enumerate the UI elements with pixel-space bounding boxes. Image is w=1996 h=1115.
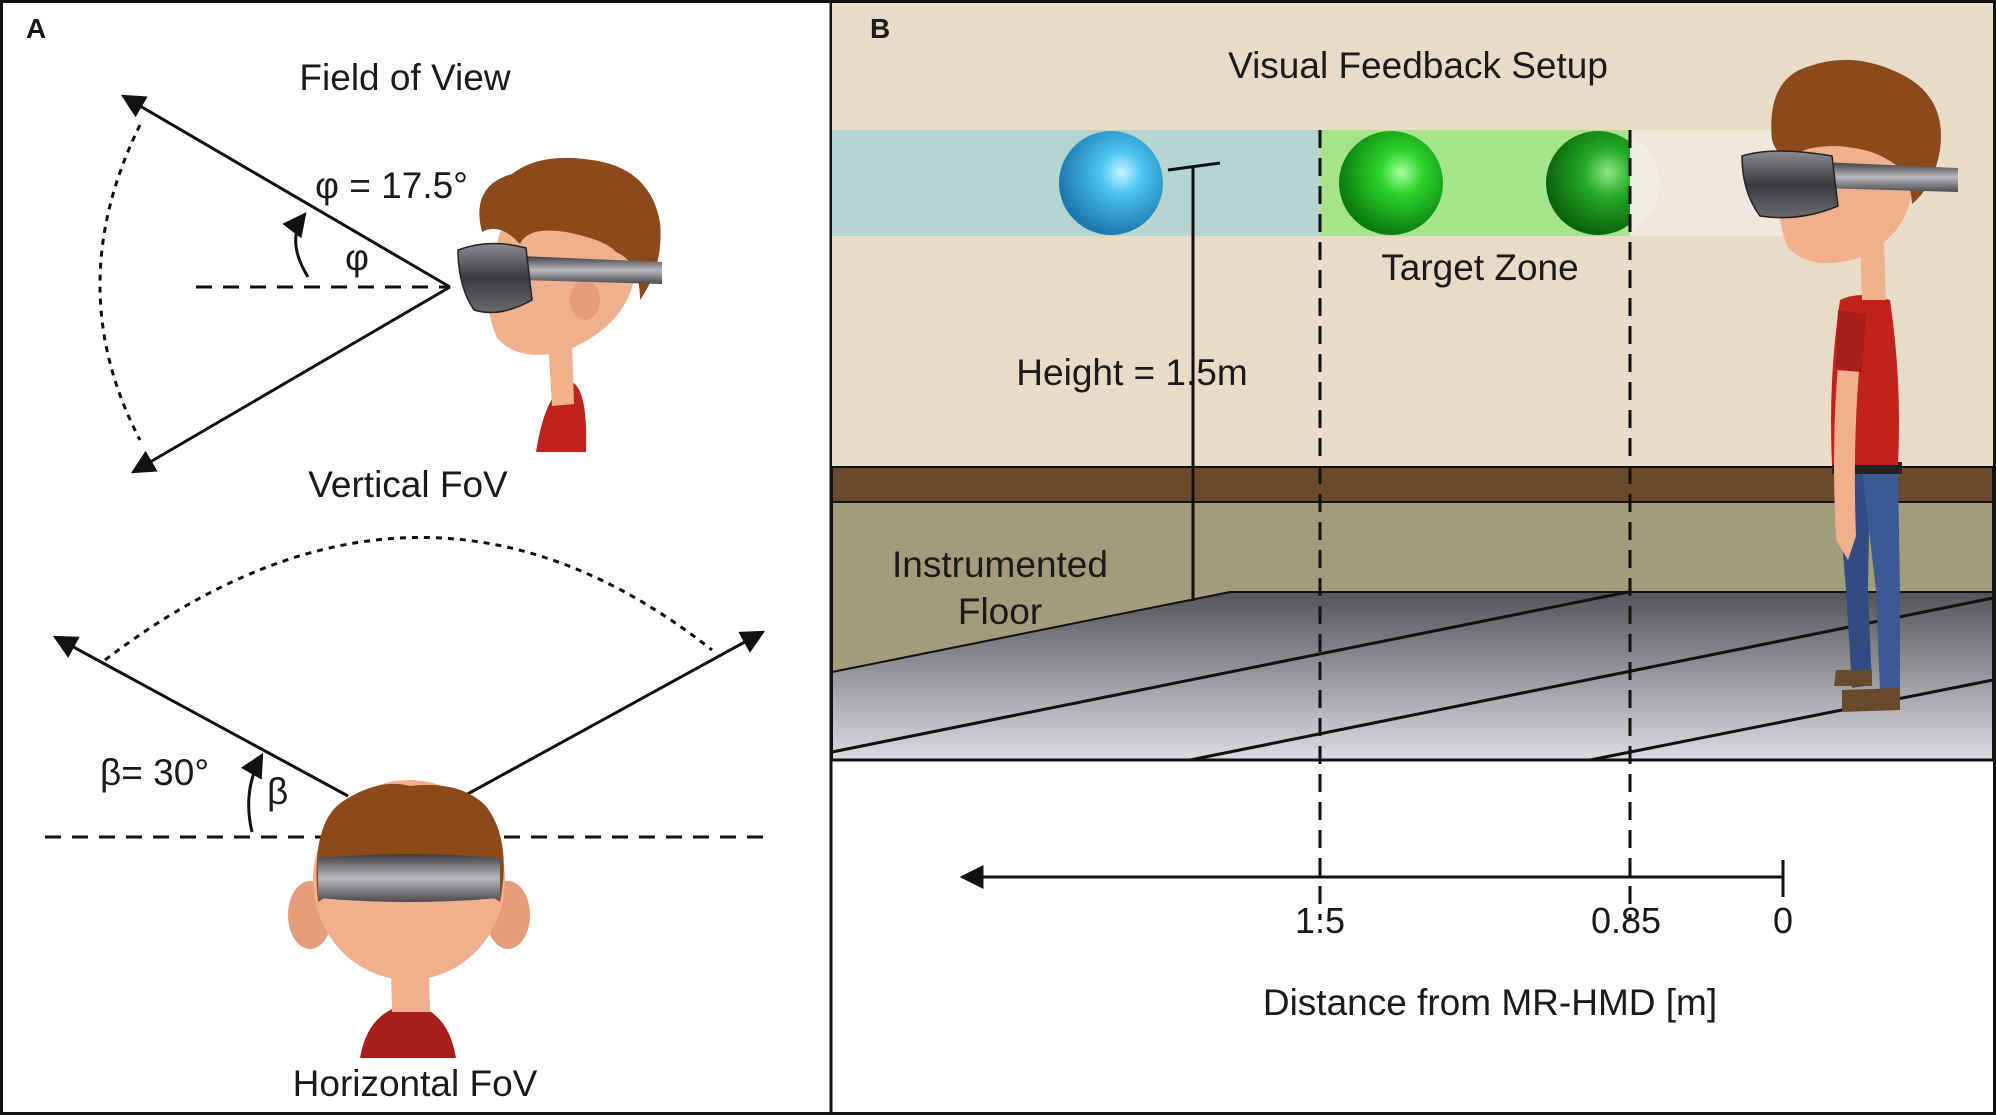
horizontal-fov-label: Horizontal FoV bbox=[293, 1063, 538, 1104]
scene-baseboard bbox=[831, 466, 1994, 503]
person-headset-visor bbox=[1741, 150, 1839, 219]
panel-a: A Field of View φ = 17.5° φ Vertical FoV bbox=[26, 13, 770, 1104]
vertical-fov-upper-ray bbox=[120, 94, 451, 289]
horizontal-fov-arc bbox=[104, 535, 713, 662]
phi-angle-arc bbox=[282, 212, 310, 278]
green-feedback-ball-edge bbox=[1546, 131, 1650, 235]
person-right-shoe bbox=[1842, 688, 1900, 712]
vertical-fov-diagram: φ = 17.5° φ Vertical FoV bbox=[98, 94, 662, 505]
person-arm bbox=[1834, 330, 1862, 560]
panel-a-letter: A bbox=[26, 13, 46, 44]
instrumented-floor-surface bbox=[831, 591, 1994, 761]
distance-axis-label: Distance from MR-HMD [m] bbox=[1263, 982, 1717, 1023]
floor-stripe-1 bbox=[831, 590, 1629, 754]
panel-b: B Visual Feedback Setup Target Zone Heig… bbox=[831, 3, 1994, 1023]
person-hair bbox=[1771, 59, 1941, 204]
back-head-headset-band bbox=[318, 854, 500, 902]
side-head-hair bbox=[479, 157, 661, 300]
beta-symbol: β bbox=[267, 771, 288, 812]
floor-label-line2: Floor bbox=[958, 591, 1042, 632]
side-head-neck bbox=[548, 340, 574, 406]
back-head-figure bbox=[288, 780, 530, 1058]
person-neck bbox=[1860, 240, 1886, 300]
person-left-shoe bbox=[1834, 670, 1872, 686]
height-label: Height = 1.5m bbox=[1016, 352, 1247, 393]
panel-a-title: Field of View bbox=[299, 57, 510, 98]
ghost-ball-edge bbox=[1630, 136, 1660, 230]
distance-tick-0-85: 0.85 bbox=[1591, 900, 1661, 941]
phi-label: φ = 17.5° bbox=[315, 165, 468, 206]
beta-angle-arc bbox=[240, 752, 264, 833]
height-marker-tick bbox=[1167, 161, 1221, 172]
person-sleeve bbox=[1836, 310, 1866, 372]
side-head-face bbox=[487, 207, 635, 355]
side-head-ear bbox=[570, 280, 600, 320]
side-head-visor bbox=[457, 242, 533, 314]
floor-label-line1: Instrumented bbox=[892, 544, 1108, 585]
green-feedback-ball bbox=[1339, 131, 1443, 235]
standing-person-figure bbox=[1741, 59, 1958, 712]
blue-feedback-ball bbox=[1059, 131, 1163, 235]
target-zone-label: Target Zone bbox=[1381, 247, 1578, 288]
vertical-fov-label: Vertical FoV bbox=[308, 464, 508, 505]
panel-b-letter: B bbox=[870, 13, 890, 44]
person-headset-band bbox=[1820, 162, 1958, 192]
floor-stripe-3 bbox=[1589, 678, 1994, 762]
distance-tick-0: 0 bbox=[1773, 900, 1793, 941]
horizontal-fov-left-ray bbox=[52, 635, 349, 798]
side-head-headset-band bbox=[520, 256, 662, 284]
person-right-leg bbox=[1862, 470, 1900, 692]
beta-label: β= 30° bbox=[100, 752, 209, 793]
distance-axis: 1.5 0.85 0 Distance from MR-HMD [m] bbox=[959, 860, 1793, 1023]
side-head-figure bbox=[457, 157, 662, 452]
distance-tick-1-5: 1.5 bbox=[1295, 900, 1345, 941]
phi-symbol: φ bbox=[345, 237, 369, 278]
horizontal-fov-right-ray bbox=[463, 630, 766, 798]
vertical-fov-lower-ray bbox=[130, 285, 451, 474]
panel-b-title: Visual Feedback Setup bbox=[1228, 45, 1608, 86]
vertical-fov-arc bbox=[98, 124, 142, 441]
horizontal-fov-diagram: β= 30° β Horizontal FoV bbox=[45, 535, 770, 1104]
back-head-shirt bbox=[360, 1004, 456, 1058]
